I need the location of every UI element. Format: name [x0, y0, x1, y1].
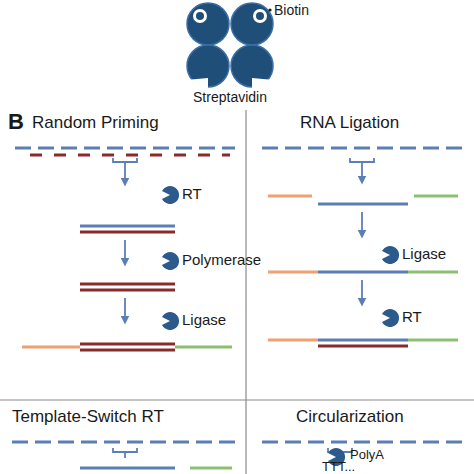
template-switch-scheme: [12, 442, 235, 468]
enzyme-label: Polymerase: [182, 252, 261, 269]
panel-divider: [245, 110, 246, 474]
sequence-label: TTT...: [322, 460, 355, 474]
rna-ligation-scheme: [262, 148, 462, 346]
panel-title: Template-Switch RT: [12, 408, 164, 427]
panel-title: RNA Ligation: [300, 114, 399, 133]
panel-divider: [0, 399, 474, 400]
molecule-label: Streptavidin: [193, 90, 267, 105]
enzyme-label: RT: [182, 186, 202, 203]
panel-title: Random Priming: [32, 114, 159, 133]
enzyme-label: Ligase: [182, 312, 226, 329]
panel-letter: B: [8, 110, 24, 134]
panel-title: Circularization: [296, 408, 404, 427]
random-priming-scheme: [15, 148, 235, 350]
enzyme-label: RT: [402, 309, 422, 326]
molecule-label: Biotin: [274, 3, 309, 18]
enzyme-label: Ligase: [402, 246, 446, 263]
streptavidin-tetramer: [186, 3, 274, 88]
